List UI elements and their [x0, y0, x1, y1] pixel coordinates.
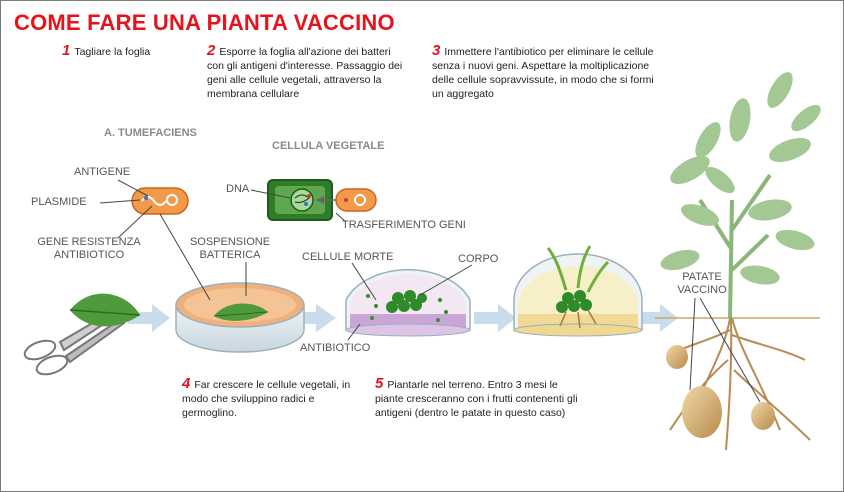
petri-dish-suspension [175, 282, 305, 353]
plant-cell-icon [267, 179, 333, 221]
label-resistance-gene: GENE RESISTENZA ANTIBIOTICO [34, 236, 144, 262]
label-resistance-gene-line2: ANTIBIOTICO [53, 249, 125, 261]
petri-dish-growth [513, 245, 643, 337]
step-4-number: 4 [182, 375, 191, 392]
label-plasmid: PLASMIDE [31, 196, 87, 208]
label-suspension-line2: BATTERICA [199, 249, 261, 261]
label-suspension-line1: SOSPENSIONE [189, 236, 271, 248]
step-5-text: Piantarle nel terreno. Entro 3 mesi le p… [375, 379, 578, 419]
potato-plant-icon [660, 72, 821, 451]
step-4-text: Far crescere le cellule vegetali, in mod… [182, 379, 351, 419]
label-body: CORPO [458, 253, 499, 265]
label-gene-transfer: TRASFERIMENTO GENI [342, 219, 466, 231]
step-5-number: 5 [375, 375, 384, 392]
label-antigen: ANTIGENE [74, 166, 131, 178]
label-resistance-gene-line1: GENE RESISTENZA [37, 236, 141, 248]
potato-small [751, 402, 775, 430]
potato-large [682, 386, 722, 438]
label-vaccine-potatoes-line2: VACCINO [677, 284, 727, 296]
step-3-number: 3 [432, 42, 441, 59]
petri-dish-antibiotic [345, 269, 471, 337]
leaf-icon [69, 293, 141, 327]
leader-lines [99, 179, 761, 403]
step-1-number: 1 [62, 42, 71, 59]
step-1-text: Tagliare la foglia [74, 46, 151, 58]
potato-top [666, 345, 688, 369]
step-2-number: 2 [207, 42, 216, 59]
label-antibiotic: ANTIBIOTICO [300, 342, 371, 354]
label-dead-cells: CELLULE MORTE [302, 251, 394, 263]
label-dna: DNA [226, 183, 250, 195]
header-bacterium: A. TUMEFACIENS [104, 127, 197, 139]
label-vaccine-potatoes-line1: PATATE [682, 271, 722, 283]
transfer-bacterium-icon [316, 188, 377, 212]
header-plant-cell: CELLULA VEGETALE [272, 140, 385, 152]
label-vaccine-potatoes: PATATE VACCINO [672, 271, 732, 297]
step-3-text: Immettere l'antibiotico per eliminare le… [432, 46, 654, 100]
step-2-text: Esporre la foglia all'azione dei batteri… [207, 46, 403, 100]
label-suspension: SOSPENSIONE BATTERICA [180, 236, 280, 262]
figure-title: COME FARE UNA PIANTA VACCINO [14, 10, 395, 35]
